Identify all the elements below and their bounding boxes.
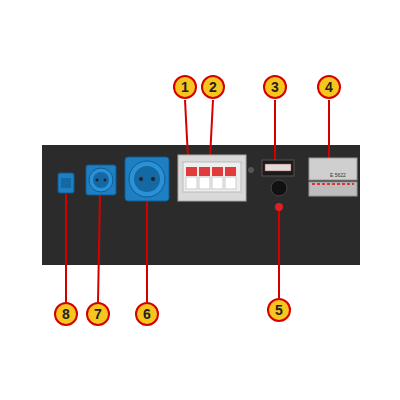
screw — [248, 167, 254, 173]
callout-number: 5 — [267, 298, 291, 322]
control-panel — [42, 145, 360, 265]
callout-number: 6 — [135, 302, 159, 326]
circuit-breaker — [178, 155, 246, 201]
meter-label: E 5622 — [330, 172, 346, 178]
small-socket — [86, 165, 116, 195]
callout-number: 2 — [201, 75, 225, 99]
dc-socket — [58, 173, 74, 193]
callout-number: 7 — [86, 302, 110, 326]
voltmeter — [309, 158, 357, 196]
callout-number: 8 — [54, 302, 78, 326]
control-knob — [271, 180, 287, 196]
reset-button — [275, 203, 283, 211]
large-socket — [125, 157, 169, 201]
callout-number: 3 — [263, 75, 287, 99]
callout-number: 4 — [317, 75, 341, 99]
hour-meter — [262, 160, 294, 176]
callout-number: 1 — [173, 75, 197, 99]
leader-lines — [66, 100, 329, 302]
